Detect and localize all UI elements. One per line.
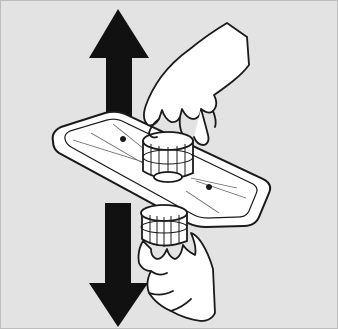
filter-cylinder-icon bbox=[141, 205, 187, 247]
filter-collar-icon bbox=[143, 132, 193, 182]
